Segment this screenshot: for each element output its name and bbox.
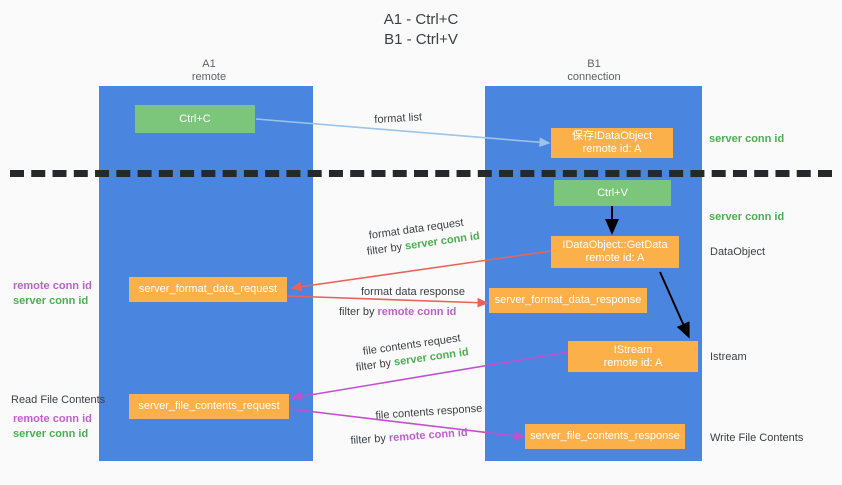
edge-label-format-data-response-filter: filter by remote conn id	[339, 305, 456, 319]
box-ctrl-c[interactable]: Ctrl+C	[135, 105, 255, 133]
column-header-a1: A1 remote	[149, 58, 269, 84]
page-title: A1 - Ctrl+C B1 - Ctrl+V	[0, 10, 842, 50]
arrow-format-data-request	[290, 250, 552, 292]
arrow-file-contents-request	[290, 351, 569, 402]
box-server-file-contents-response-label: server_file_contents_response	[530, 430, 680, 442]
filter-prefix-2: filter by	[339, 306, 378, 318]
box-server-file-contents-request[interactable]: server_file_contents_request	[129, 394, 289, 419]
note-read-file-contents: Read File Contents	[11, 394, 106, 406]
arrow-file-contents-response	[289, 408, 526, 441]
box-getdata-line1: IDataObject::GetData	[562, 239, 668, 251]
box-ctrl-v-label: Ctrl+V	[597, 186, 628, 199]
box-save-idataobject-line1: 保存IDataObject	[571, 130, 653, 142]
note-server-conn-id-1: server conn id	[13, 295, 89, 307]
note-istream: Istream	[710, 351, 747, 363]
box-server-file-contents-request-label: server_file_contents_request	[138, 400, 280, 412]
filter-prefix-4: filter by	[350, 432, 390, 447]
title-line-2: B1 - Ctrl+V	[384, 31, 458, 48]
edge-label-format-data-response: format data response	[361, 286, 465, 298]
note-dataobject: DataObject	[710, 246, 766, 258]
box-server-file-contents-response[interactable]: server_file_contents_response	[525, 424, 685, 449]
edge-label-format-list: format list	[374, 111, 423, 126]
filter-key-remote-conn-id-1: remote conn id	[377, 306, 457, 318]
box-server-format-data-request[interactable]: server_format_data_request	[129, 277, 287, 302]
column-b1-name: B1	[587, 58, 601, 70]
box-istream-line1: IStream	[613, 343, 653, 356]
box-istream-line2: remote id: A	[603, 356, 663, 369]
column-a1-sub: remote	[191, 71, 227, 83]
box-server-format-data-response-label: server_format_data_response	[494, 294, 642, 306]
note-write-file-contents: Write File Contents	[710, 432, 804, 444]
box-save-idataobject[interactable]: 保存IDataObject remote id: A	[551, 128, 673, 158]
box-istream[interactable]: IStream remote id: A	[568, 341, 698, 372]
box-server-format-data-response[interactable]: server_format_data_response	[489, 288, 647, 313]
arrow-format-list	[255, 118, 551, 148]
note-remote-conn-id-1: remote conn id	[13, 280, 92, 292]
box-getdata-line2: remote id: A	[585, 252, 645, 264]
arrow-getdata-to-istream	[659, 271, 690, 339]
box-server-format-data-request-label: server_format_data_request	[138, 283, 278, 295]
dashed-separator	[10, 170, 832, 177]
note-server-conn-id-2: server conn id	[13, 428, 89, 440]
box-idataobject-getdata[interactable]: IDataObject::GetData remote id: A	[551, 236, 679, 268]
box-ctrl-c-label: Ctrl+C	[179, 112, 211, 125]
arrow-format-data-response	[286, 295, 489, 308]
column-b1-sub: connection	[567, 71, 621, 83]
box-ctrl-v[interactable]: Ctrl+V	[554, 180, 671, 206]
box-save-idataobject-line2: remote id: A	[582, 143, 642, 155]
note-server-conn-id-top: server conn id	[709, 133, 785, 145]
note-server-conn-id-mid: server conn id	[709, 211, 785, 223]
column-header-b1: B1 connection	[534, 58, 654, 84]
title-line-1: A1 - Ctrl+C	[383, 11, 459, 28]
column-a1-name: A1	[202, 58, 216, 70]
note-remote-conn-id-2: remote conn id	[13, 413, 92, 425]
